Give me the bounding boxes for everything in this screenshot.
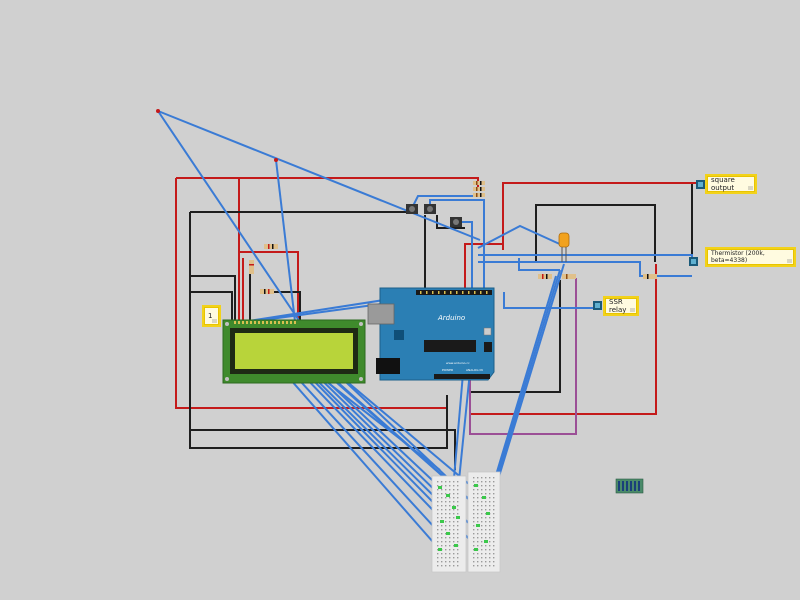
black-wire-lcd-mid[interactable] xyxy=(190,291,233,320)
purple-wires xyxy=(469,278,577,435)
wire-end-point[interactable] xyxy=(156,109,160,113)
blue-wire-short[interactable] xyxy=(275,159,297,331)
arduino-power-text: POWER xyxy=(442,368,453,372)
blue-wire-arduino-bb-5[interactable] xyxy=(489,275,557,496)
black-wire-lcd-right[interactable] xyxy=(262,291,301,320)
arduino-site-text: www.arduino.cc xyxy=(446,361,470,365)
black-wire-top-right[interactable] xyxy=(535,204,656,262)
label-thermistor-text: Thermistor (200k, beta=4338) xyxy=(711,250,765,264)
icsp-header xyxy=(484,342,492,352)
push-button-2[interactable] xyxy=(424,204,436,214)
blue-wire-sq[interactable] xyxy=(518,258,560,271)
resistor-pull-2[interactable] xyxy=(473,187,485,191)
resistor-pull-1[interactable] xyxy=(473,181,485,185)
resistor-lcd-1[interactable] xyxy=(264,244,278,249)
red-wire-top-right[interactable] xyxy=(502,182,698,250)
connector-ssr-relay[interactable] xyxy=(593,301,602,310)
label-lcd-note[interactable]: 1 xyxy=(202,305,221,327)
usb-port xyxy=(367,303,395,325)
black-wire-lcd-left[interactable] xyxy=(190,275,236,320)
digital-header xyxy=(416,290,492,295)
blue-wire-ssr[interactable] xyxy=(503,292,596,309)
red-wire-lcd-top[interactable] xyxy=(239,251,299,320)
resistor-lcd-2[interactable] xyxy=(249,260,254,274)
connector-thermistor[interactable] xyxy=(689,257,698,266)
resistor-lcd-3[interactable] xyxy=(260,289,274,294)
ic-chip[interactable] xyxy=(615,478,644,494)
label-ssr-relay-text: SSR relay xyxy=(609,298,627,314)
microcontroller-chip xyxy=(424,340,476,352)
resistors xyxy=(249,181,657,294)
blue-wire-far-top-2[interactable] xyxy=(157,110,481,241)
label-lcd-note-text: 1 xyxy=(208,312,213,320)
push-button-3[interactable] xyxy=(450,217,462,227)
blue-wire-up-right[interactable] xyxy=(477,224,565,249)
blue-wire-pot[interactable] xyxy=(411,195,478,209)
label-thermistor[interactable]: Thermistor (200k, beta=4338) xyxy=(705,247,796,267)
reset-button[interactable] xyxy=(483,327,492,336)
connector-square-output[interactable] xyxy=(696,180,705,189)
label-square-output-text: square output xyxy=(711,176,735,192)
red-wire-outer-loop[interactable] xyxy=(176,177,479,190)
arduino-board[interactable]: Arduino www.arduino.cc POWER ANALOG IN xyxy=(367,287,495,381)
resistor-mid[interactable] xyxy=(562,274,576,279)
label-ssr-relay[interactable]: SSR relay xyxy=(603,296,639,316)
black-wire-right-down[interactable] xyxy=(470,280,561,393)
blue-wire-lcd-arduino[interactable] xyxy=(241,299,385,323)
resistor-pull-3[interactable] xyxy=(473,193,485,197)
resistor-right[interactable] xyxy=(643,274,657,279)
lcd-module[interactable] xyxy=(222,319,366,384)
wire-end-point[interactable] xyxy=(274,158,278,162)
resistor-thermistor[interactable] xyxy=(538,274,552,279)
power-jack xyxy=(376,358,400,374)
lcd-pins xyxy=(234,321,296,324)
digital-header-pins xyxy=(420,291,488,294)
push-button-1[interactable] xyxy=(406,204,418,214)
arduino-analog-text: ANALOG IN xyxy=(466,368,483,372)
arduino-logo-text: Arduino xyxy=(437,314,465,322)
label-square-output[interactable]: square output xyxy=(705,174,757,194)
breadboard-right[interactable] xyxy=(467,471,501,573)
capacitor[interactable] xyxy=(558,232,570,262)
purple-wire-loop[interactable] xyxy=(469,278,577,435)
analog-header xyxy=(434,374,490,379)
black-wire-left-frame[interactable] xyxy=(189,212,448,449)
black-wire-mid-h[interactable] xyxy=(436,215,465,229)
blue-wire-right-2[interactable] xyxy=(478,261,692,277)
breadboard-left[interactable] xyxy=(431,475,467,573)
push-buttons xyxy=(406,204,462,227)
blue-wire-far-top[interactable] xyxy=(157,110,301,323)
blue-wire-right-1[interactable] xyxy=(478,254,693,262)
